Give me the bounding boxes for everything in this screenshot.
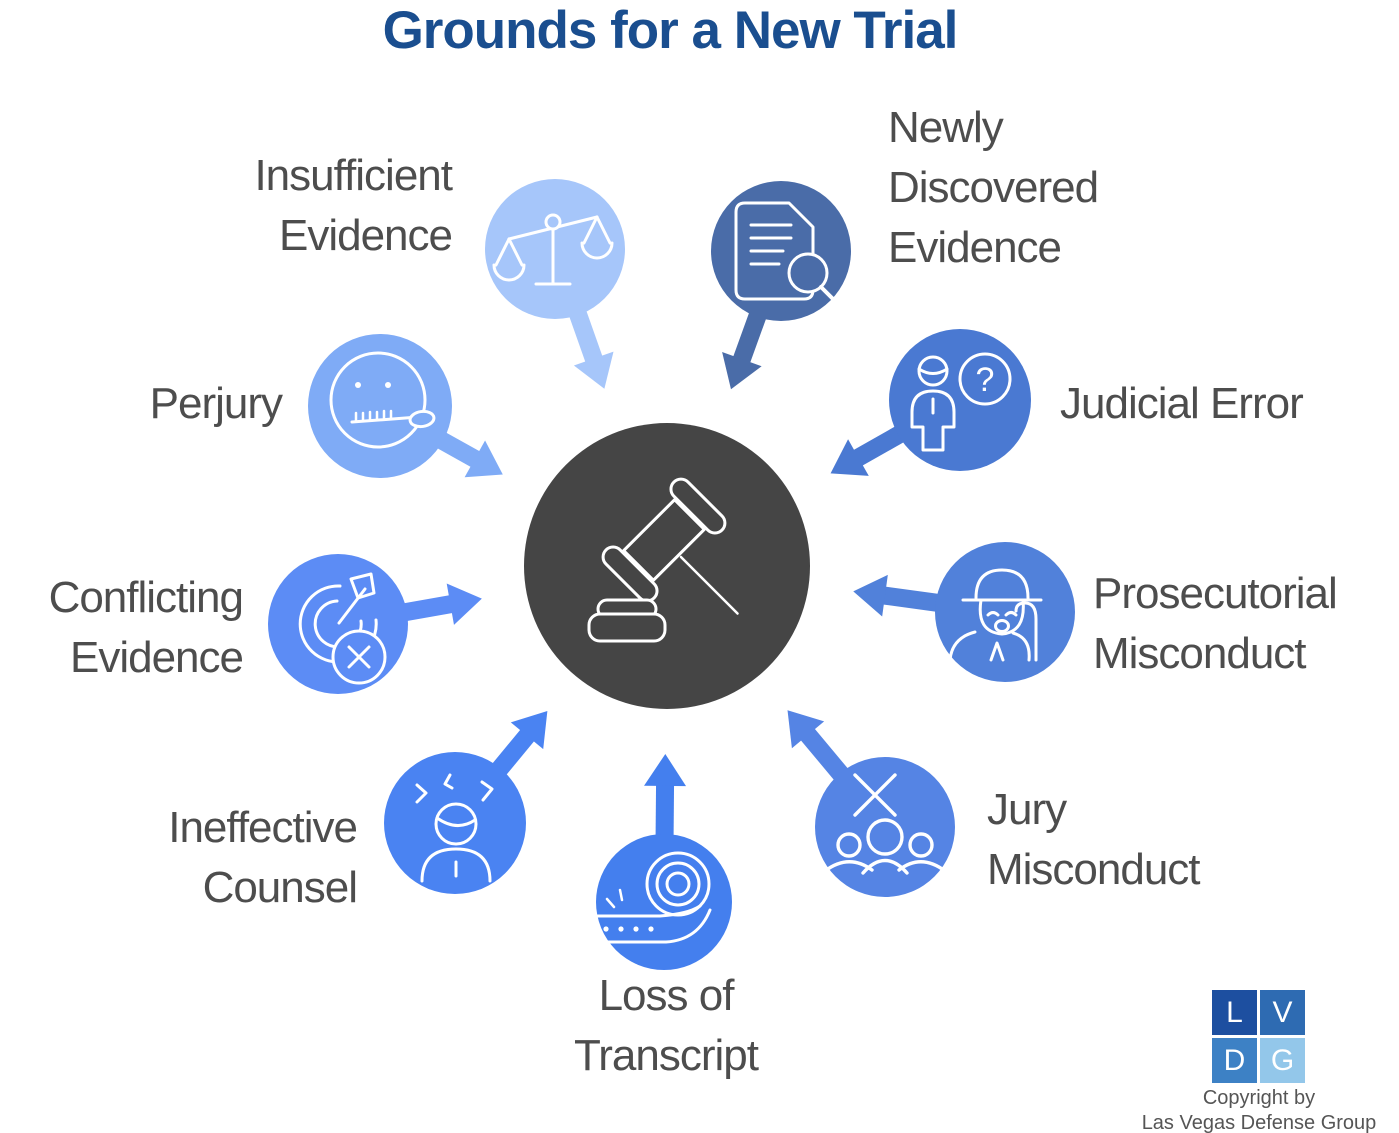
- lvdg-logo: L V D G Copyright by Las Vegas Defense G…: [1142, 990, 1376, 1133]
- prosecutorial-misconduct-circle: [935, 542, 1075, 682]
- perjury-circle: [308, 334, 452, 478]
- logo-letter-g: G: [1260, 1038, 1305, 1083]
- label-ineffective-counsel: Ineffective Counsel: [168, 803, 358, 912]
- lvdg-logo-grid: L V D G: [1212, 990, 1306, 1083]
- logo-letter-v: V: [1260, 990, 1305, 1035]
- label-jury-misconduct: Jury Misconduct: [987, 785, 1201, 894]
- label-newly-discovered-evidence: Newly Discovered Evidence: [888, 103, 1099, 272]
- hub-circle: [524, 423, 810, 709]
- jury-misconduct-circle: [815, 757, 955, 897]
- conflicting-evidence-arrowhead: [446, 583, 482, 625]
- label-loss-of-transcript: Loss of Transcript: [574, 971, 759, 1080]
- perjury-arrowhead: [464, 440, 503, 478]
- insufficient-evidence-arrowhead: [573, 351, 614, 389]
- insufficient-evidence-circle: [485, 179, 625, 319]
- newly-discovered-evidence-arrowhead: [722, 351, 762, 390]
- label-insufficient-evidence: Insufficient Evidence: [254, 151, 453, 260]
- conflicting-evidence-circle: [268, 554, 408, 694]
- ineffective-counsel-circle: [384, 752, 526, 894]
- newly-discovered-evidence-circle: [711, 181, 851, 321]
- prosecutorial-misconduct-arrowhead: [853, 574, 888, 617]
- copyright-line2: Las Vegas Defense Group: [1141, 1112, 1377, 1133]
- prosecutorial-misconduct-arrow: [881, 586, 947, 613]
- ineffective-counsel-arrowhead: [510, 711, 548, 750]
- spokes-layer: [268, 179, 1075, 970]
- copyright-line1: Copyright by: [1202, 1087, 1316, 1109]
- label-perjury: Perjury: [149, 379, 283, 428]
- loss-of-transcript-arrowhead: [644, 753, 687, 787]
- jury-misconduct-arrow: [799, 727, 854, 787]
- logo-letter-l: L: [1212, 990, 1257, 1035]
- jury-misconduct-arrowhead: [787, 710, 825, 749]
- label-judicial-error: Judicial Error: [1060, 379, 1304, 428]
- loss-of-transcript-circle: [596, 834, 732, 970]
- loss-of-transcript-arrow: [655, 783, 675, 845]
- judicial-error-circle: [889, 329, 1031, 471]
- label-prosecutorial-misconduct: Prosecutorial Misconduct: [1093, 569, 1338, 678]
- label-conflicting-evidence: Conflicting Evidence: [48, 573, 244, 682]
- logo-letter-d: D: [1212, 1038, 1257, 1083]
- judicial-error-arrowhead: [830, 439, 869, 476]
- page-title: Grounds for a New Trial: [382, 1, 959, 60]
